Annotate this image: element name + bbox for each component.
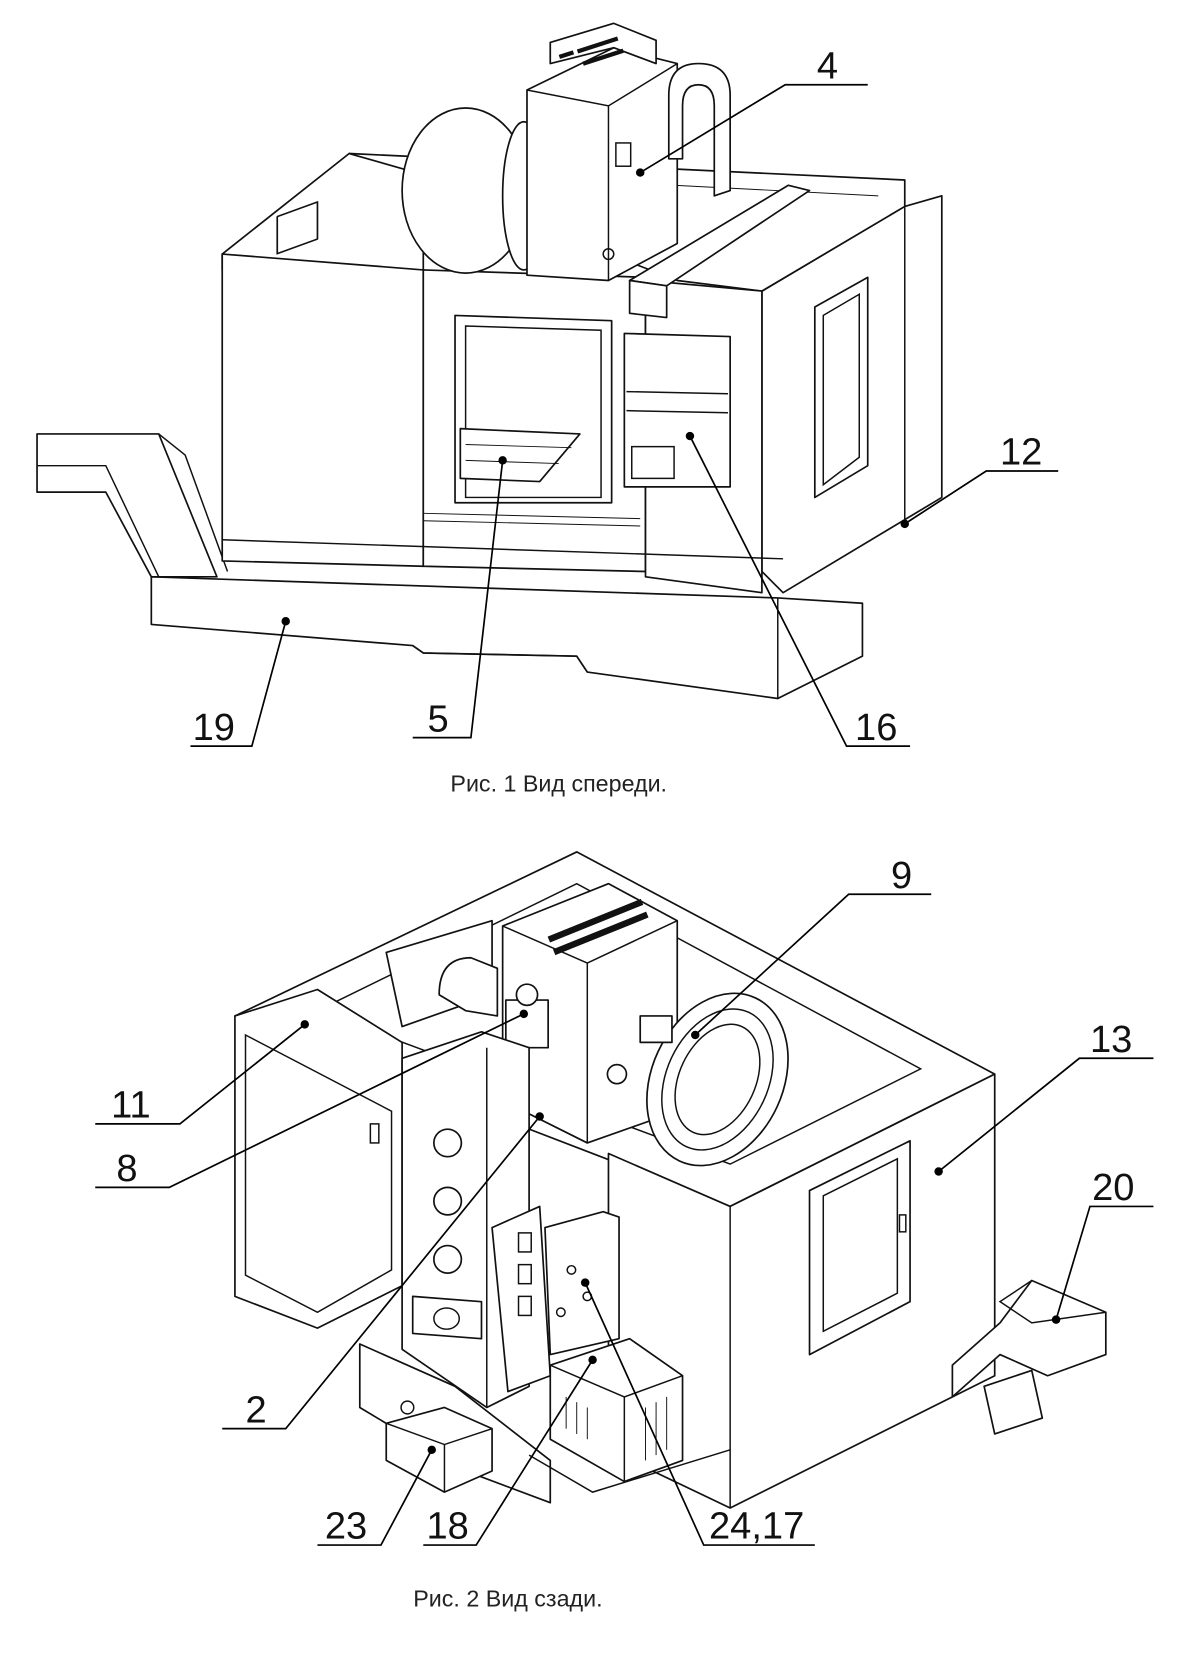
column: [401, 1030, 552, 1409]
callout-label-4: 4: [817, 45, 838, 87]
chip-conveyor: [36, 433, 229, 578]
spindle-head: [526, 22, 732, 282]
x-axis-gantry: [628, 184, 811, 319]
figure-1-front-view: 4 12 19 5 16 Рис. 1 Вид спереди.: [36, 22, 1059, 797]
callout-label-18: 18: [426, 1506, 468, 1548]
callout-label-8: 8: [116, 1148, 137, 1190]
callout-label-23: 23: [325, 1506, 367, 1548]
figure-2-caption: Рис. 2 Вид сзади.: [413, 1585, 602, 1611]
enclosure-left-panel: [234, 988, 403, 1329]
chip-conveyor: [951, 1279, 1107, 1435]
tool-magazine: [606, 992, 789, 1167]
callout-dot: [519, 1009, 529, 1019]
lubrication-unit: [385, 1400, 493, 1493]
callout-label-24-17: 24,17: [709, 1506, 804, 1548]
callout-label-20: 20: [1092, 1167, 1134, 1209]
callout-label-11: 11: [111, 1085, 151, 1127]
callout-label-19: 19: [193, 707, 235, 749]
figure-1-callouts: 4 12 19 5 16: [190, 45, 1059, 749]
figure-2-rear-view: 9 11 8 13 20 2 23 18 24,17: [95, 851, 1154, 1611]
callout-label-13: 13: [1090, 1019, 1132, 1061]
tool-magazine: [401, 107, 546, 274]
callout-label-2: 2: [246, 1389, 267, 1431]
figure-2-callouts: 9 11 8 13 20 2 23 18 24,17: [95, 855, 1154, 1548]
callout-dot: [900, 519, 909, 529]
figure-1-caption: Рис. 1 Вид спереди.: [450, 771, 667, 797]
callout-label-9: 9: [891, 855, 912, 897]
callout-label-5: 5: [428, 698, 449, 740]
callout-label-12: 12: [1000, 432, 1042, 474]
callout-label-16: 16: [855, 707, 897, 749]
machine-base: [150, 575, 864, 700]
spindle-head: [438, 882, 679, 1144]
